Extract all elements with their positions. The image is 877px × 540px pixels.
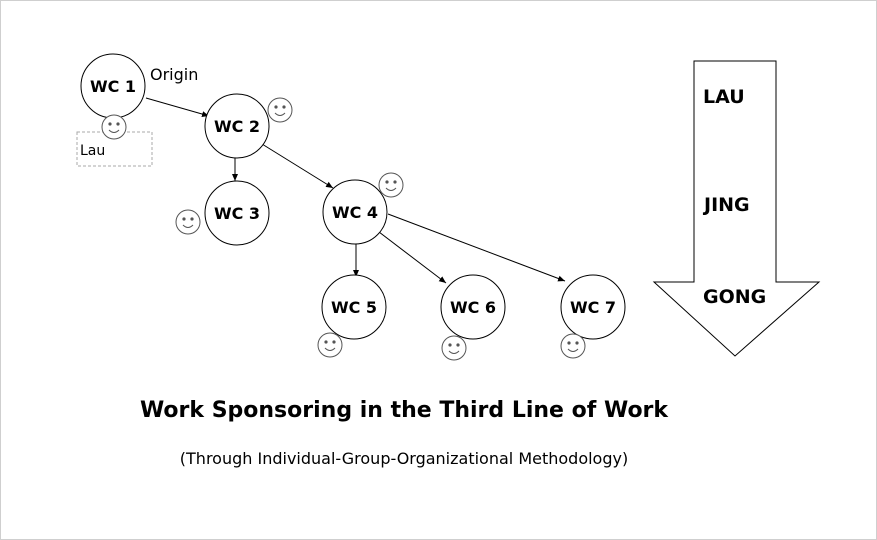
edge-wc2-wc4 bbox=[261, 143, 334, 189]
smiley-face-icon-wc5 bbox=[317, 332, 343, 358]
node-wc6: WC 6 bbox=[440, 274, 506, 340]
smiley-face-icon-wc4 bbox=[378, 172, 404, 198]
arrow-label-lau: LAU bbox=[703, 86, 745, 108]
smiley-face-icon-wc1 bbox=[101, 114, 127, 140]
arrow-label-gong: GONG bbox=[703, 286, 766, 308]
node-wc5: WC 5 bbox=[321, 274, 387, 340]
edge-wc1-wc2 bbox=[145, 97, 210, 117]
diagram-title: Work Sponsoring in the Third Line of Wor… bbox=[139, 398, 669, 423]
smiley-face-icon-wc3 bbox=[175, 209, 201, 235]
edge-wc4-wc6 bbox=[378, 231, 447, 284]
node-wc2-label: WC 2 bbox=[214, 117, 260, 136]
arrow-label-jing: JING bbox=[702, 194, 750, 216]
big-down-arrow-shape bbox=[652, 60, 821, 357]
diagram-subtitle: (Through Individual-Group-Organizational… bbox=[179, 449, 629, 468]
node-wc3-label: WC 3 bbox=[214, 204, 260, 223]
smiley-face-icon-wc6 bbox=[441, 335, 467, 361]
node-wc3: WC 3 bbox=[204, 180, 270, 246]
node-wc4-label: WC 4 bbox=[332, 203, 378, 222]
node-wc6-label: WC 6 bbox=[450, 298, 496, 317]
node-wc7-label: WC 7 bbox=[570, 298, 616, 317]
lau-box-label: Lau bbox=[80, 143, 105, 159]
node-wc2: WC 2 bbox=[204, 93, 270, 159]
origin-label: Origin bbox=[150, 65, 198, 84]
smiley-face-icon-wc2 bbox=[267, 97, 293, 123]
smiley-face-icon-wc7 bbox=[560, 333, 586, 359]
edge-wc4-wc7 bbox=[387, 213, 566, 282]
node-wc7: WC 7 bbox=[560, 274, 626, 340]
node-wc4: WC 4 bbox=[322, 179, 388, 245]
node-wc1-label: WC 1 bbox=[90, 77, 136, 96]
node-wc5-label: WC 5 bbox=[331, 298, 377, 317]
node-wc1: WC 1 bbox=[80, 53, 146, 119]
